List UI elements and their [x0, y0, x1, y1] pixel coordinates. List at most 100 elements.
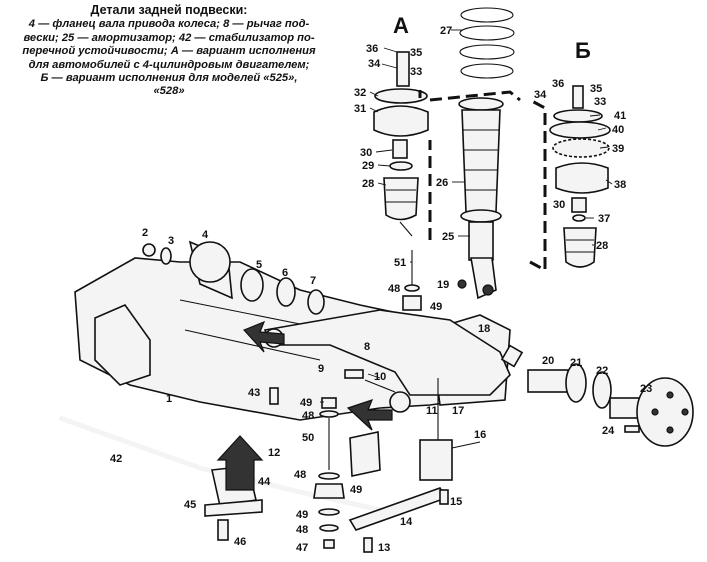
washer-41: [553, 109, 603, 123]
washer-48: [319, 410, 339, 418]
washer-48: [319, 524, 339, 532]
shock-body: [468, 221, 494, 261]
bolt-43: [269, 387, 279, 405]
variant-b-letter: Б: [575, 38, 591, 63]
callout-label: 31: [354, 103, 366, 115]
callout-label: 10: [374, 371, 386, 383]
callout-label: 48: [296, 524, 308, 536]
callout-label: 48: [388, 283, 400, 295]
callout-label: 37: [598, 213, 610, 225]
callout-label: 50: [302, 432, 314, 444]
callout-label: 18: [478, 323, 490, 335]
upper-mount-51: [402, 250, 467, 311]
spring-coil: [459, 25, 515, 41]
callout-label: 51: [394, 257, 406, 269]
callout-label: 28: [362, 178, 374, 190]
callout-label: 41: [614, 110, 626, 122]
callout-label: 3: [168, 235, 174, 247]
mount-31: [373, 105, 429, 137]
callout-label: 27: [440, 25, 452, 37]
strut-nut-stack: [396, 51, 410, 87]
callout-label: 6: [282, 267, 288, 279]
callout-label: 36: [552, 78, 564, 90]
callout-label: 49: [300, 397, 312, 409]
callout-labels: 27 36 35 34 33 32 31 30 29 28 26 25 36 3…: [110, 25, 652, 554]
drive-flange-assembly: [142, 240, 325, 315]
stud-hole: [681, 408, 689, 416]
spring-27: [459, 7, 515, 79]
callout-label: 35: [590, 83, 602, 95]
washer-3: [160, 247, 172, 265]
direction-arrow: [242, 320, 285, 353]
stud-hole: [651, 408, 659, 416]
callout-label: 28: [596, 240, 608, 252]
callout-label: 49: [296, 509, 308, 521]
callout-label: 4: [202, 229, 209, 241]
mount-39: [552, 138, 610, 158]
rod-10: [364, 379, 396, 393]
washer-48: [318, 472, 340, 480]
callout-label: 33: [594, 96, 606, 108]
bolt-18: [500, 344, 524, 368]
callout-label: 43: [248, 387, 260, 399]
arm-body: [263, 309, 511, 396]
callout-label: 40: [612, 124, 624, 136]
nut-47: [323, 539, 335, 549]
callout-label: 12: [268, 447, 280, 459]
callout-label: 33: [410, 66, 422, 78]
callout-label: 16: [474, 429, 486, 441]
bolt-16: [451, 441, 481, 449]
bearing-5: [240, 268, 264, 302]
callout-label: 14: [400, 516, 413, 528]
boot-28: [383, 177, 419, 221]
callout-label: 17: [452, 405, 464, 417]
bracket-12: [349, 431, 381, 477]
bracket-11: [419, 439, 453, 481]
lower-seat: [460, 209, 502, 223]
leader-lines: [320, 29, 613, 403]
callout-label: 29: [362, 160, 374, 172]
strut-nut-stack: [572, 85, 584, 109]
boot-28: [563, 227, 597, 268]
bushing-49: [321, 397, 337, 409]
bolt-13: [363, 537, 373, 553]
direction-arrow: [346, 399, 393, 431]
lower-bracket: [348, 378, 481, 553]
callout-label: 8: [364, 341, 370, 353]
callout-label: 11: [426, 405, 438, 417]
caption-line: Б — вариант исполнения для моделей «525»…: [40, 72, 298, 85]
callout-label: 24: [602, 425, 615, 437]
callout-label: 46: [234, 536, 246, 548]
bushing-49: [313, 483, 345, 499]
clamp-45: [204, 499, 263, 517]
bushing-9: [344, 369, 364, 379]
variant-b-dashed-frame: [529, 98, 547, 273]
callout-label: 2: [142, 227, 148, 239]
subframe-opening: [94, 304, 151, 386]
bolt-46: [217, 519, 229, 541]
flange-4-disc: [189, 241, 231, 283]
shock-absorber-25: [458, 97, 504, 300]
callout-label: 42: [110, 453, 122, 465]
callout-label: 49: [430, 301, 442, 313]
callout-label: 19: [437, 279, 449, 291]
bolt-24: [624, 425, 640, 433]
washer-48: [404, 284, 420, 292]
spring-coil: [459, 44, 515, 60]
upper-washer-32: [374, 88, 428, 104]
nut-19: [457, 279, 467, 289]
mount-38: [555, 162, 609, 194]
stud-hole: [666, 426, 674, 434]
variant-b-strut-assembly: [549, 85, 611, 268]
stabilizer-link: [313, 397, 381, 549]
callout-label: 32: [354, 87, 366, 99]
callout-label: 34: [368, 58, 381, 70]
callout-label: 21: [570, 357, 582, 369]
callout-label: 30: [553, 199, 565, 211]
callout-label: 25: [442, 231, 454, 243]
spring-coil: [460, 63, 514, 79]
bump-stop-30: [571, 197, 587, 213]
callout-label: 23: [640, 383, 652, 395]
callout-label: 45: [184, 499, 196, 511]
